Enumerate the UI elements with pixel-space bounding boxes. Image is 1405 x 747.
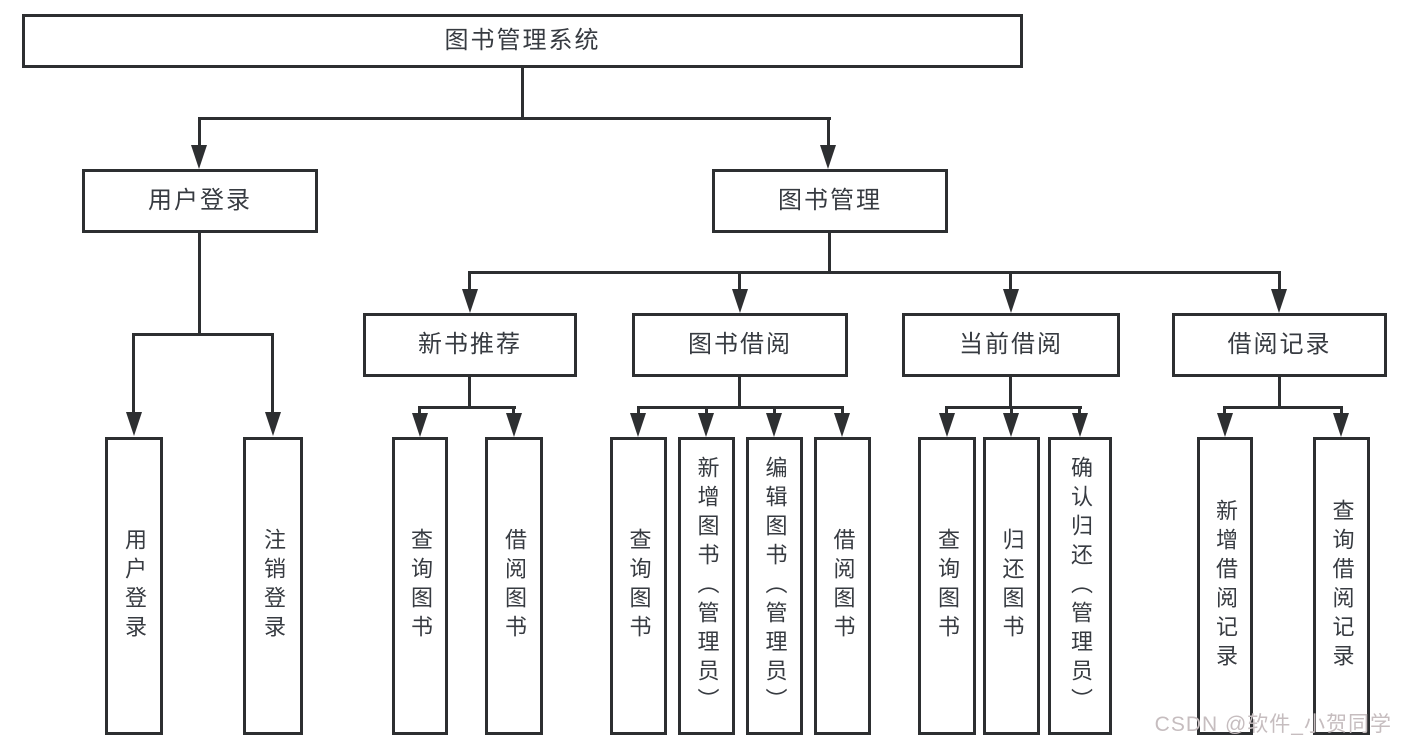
node-leaf-add-borrow-record: 新增借阅记录 — [1197, 437, 1253, 735]
arrow-down-icon — [265, 412, 281, 436]
connector-current-borrow-trunk — [1009, 377, 1012, 408]
node-book-mgmt: 图书管理 — [712, 169, 948, 233]
connector-user-login-trunk — [198, 233, 201, 335]
connector-current-borrow-hbar — [945, 406, 1082, 409]
node-leaf-query-borrow-record: 查询借阅记录 — [1313, 437, 1370, 735]
node-leaf-current-query-books: 查询图书 — [918, 437, 976, 735]
node-root: 图书管理系统 — [22, 14, 1023, 68]
connector-drop-user-login — [198, 117, 201, 147]
arrow-down-icon — [698, 413, 714, 437]
connector-root-trunk — [521, 68, 524, 120]
arrow-down-icon — [191, 145, 207, 169]
arrow-down-icon — [766, 413, 782, 437]
connector-book-mgmt-trunk — [828, 232, 831, 274]
arrow-down-icon — [820, 145, 836, 169]
connector-drop — [945, 406, 948, 415]
arrow-down-icon — [1217, 413, 1233, 437]
connector-drop-book-mgmt — [827, 117, 830, 147]
node-book-borrow: 图书借阅 — [632, 313, 848, 377]
node-current-borrow: 当前借阅 — [902, 313, 1120, 377]
node-leaf-borrow-query-books: 查询图书 — [610, 437, 667, 735]
node-leaf-confirm-return-admin: 确认归还（管理员） — [1048, 437, 1112, 735]
connector-user-login-hbar — [133, 333, 274, 336]
node-leaf-rec-query-books: 查询图书 — [392, 437, 448, 735]
node-borrow-records: 借阅记录 — [1172, 313, 1387, 377]
arrow-down-icon — [732, 289, 748, 313]
connector-drop — [1078, 406, 1081, 415]
arrow-down-icon — [126, 412, 142, 436]
node-user-login: 用户登录 — [82, 169, 318, 233]
connector-borrow-records-hbar — [1223, 406, 1343, 409]
connector-drop — [773, 406, 776, 415]
arrow-down-icon — [834, 413, 850, 437]
arrow-down-icon — [939, 413, 955, 437]
connector-drop — [1009, 271, 1012, 291]
connector-drop — [637, 406, 640, 415]
node-leaf-borrow-books: 借阅图书 — [814, 437, 871, 735]
node-leaf-user-logout: 注销登录 — [243, 437, 303, 735]
connector-drop — [738, 271, 741, 291]
connector-drop — [271, 333, 274, 413]
connector-root-hbar — [198, 117, 831, 120]
connector-drop — [1278, 271, 1281, 291]
arrow-down-icon — [462, 289, 478, 313]
arrow-down-icon — [1003, 289, 1019, 313]
watermark: CSDN @软件_小贺同学 — [1154, 713, 1392, 736]
node-leaf-rec-borrow-books: 借阅图书 — [485, 437, 543, 735]
arrow-down-icon — [506, 413, 522, 437]
node-leaf-user-login-1: 用户登录 — [105, 437, 163, 735]
connector-new-book-rec-hbar — [418, 406, 516, 409]
node-leaf-edit-books-admin: 编辑图书（管理员） — [746, 437, 803, 735]
connector-drop — [1223, 406, 1226, 415]
node-leaf-return-books: 归还图书 — [983, 437, 1040, 735]
connector-drop — [1010, 406, 1013, 415]
connector-drop — [841, 406, 844, 415]
connector-drop — [468, 271, 471, 291]
connector-drop — [418, 406, 421, 415]
connector-new-book-rec-trunk — [468, 377, 471, 408]
connector-borrow-records-trunk — [1278, 377, 1281, 408]
arrow-down-icon — [412, 413, 428, 437]
arrow-down-icon — [1003, 413, 1019, 437]
arrow-down-icon — [1271, 289, 1287, 313]
arrow-down-icon — [1072, 413, 1088, 437]
node-leaf-add-books-admin: 新增图书（管理员） — [678, 437, 735, 735]
arrow-down-icon — [630, 413, 646, 437]
connector-book-borrow-hbar — [637, 406, 844, 409]
node-new-book-rec: 新书推荐 — [363, 313, 577, 377]
connector-book-mgmt-hbar — [468, 271, 1281, 274]
connector-drop — [705, 406, 708, 415]
connector-drop — [1340, 406, 1343, 415]
arrow-down-icon — [1333, 413, 1349, 437]
connector-drop — [132, 333, 135, 413]
connector-drop — [512, 406, 515, 415]
connector-book-borrow-trunk — [738, 377, 741, 408]
